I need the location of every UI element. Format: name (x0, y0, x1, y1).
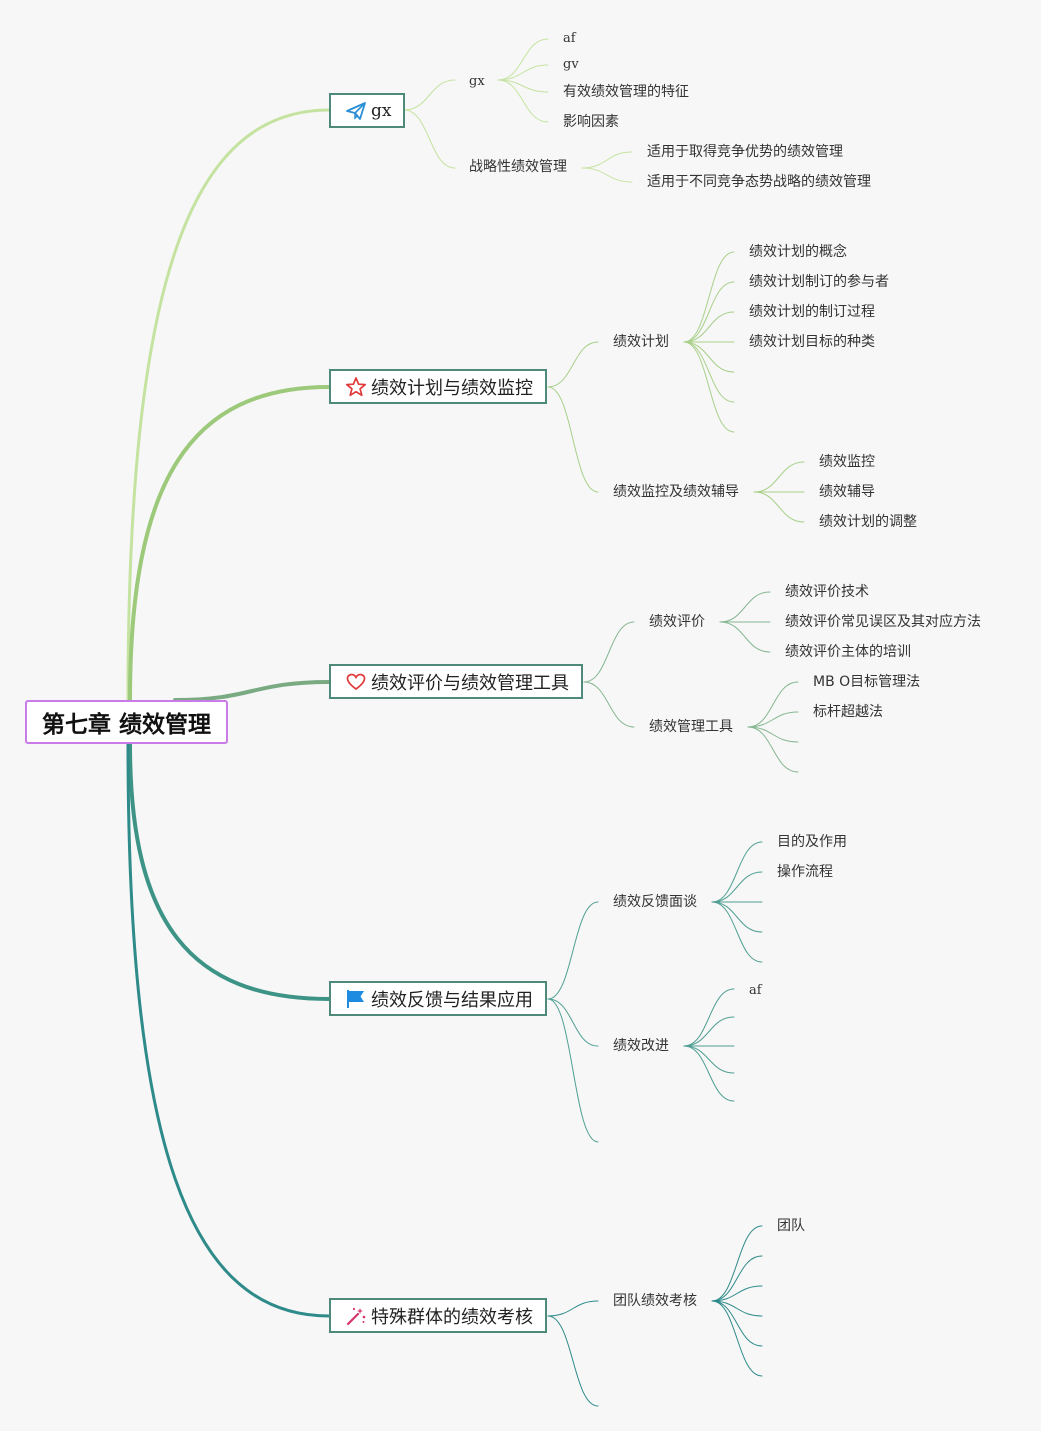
branch-label: 绩效评价与绩效管理工具 (371, 672, 569, 694)
branch-topic-5[interactable]: 特殊群体的绩效考核 (329, 1298, 547, 1333)
leaf-mbo[interactable]: MB O目标管理法 (813, 674, 921, 690)
edge (747, 711, 799, 728)
edge (547, 1300, 599, 1317)
topic-performance-plan[interactable]: 绩效计划 (613, 334, 669, 350)
leaf-af[interactable]: af (563, 31, 576, 46)
branch-label: 绩效计划与绩效监控 (371, 377, 533, 399)
edge (711, 1300, 763, 1317)
edge (403, 79, 456, 111)
edge (497, 38, 549, 81)
edge (683, 341, 735, 433)
edge (683, 251, 735, 343)
edge (719, 621, 771, 653)
leaf-plan-process[interactable]: 绩效计划的制订过程 (749, 304, 875, 320)
leaf-plan-concept[interactable]: 绩效计划的概念 (749, 244, 847, 260)
leaf-af-2[interactable]: af (749, 983, 762, 998)
leaf-plan-adjustment[interactable]: 绩效计划的调整 (819, 514, 917, 530)
topic-gx[interactable]: gx (469, 74, 485, 89)
edge (547, 901, 599, 1000)
root-topic[interactable]: 第七章 绩效管理 (25, 700, 228, 744)
paper-plane-icon (345, 100, 367, 122)
topic-strategic-performance[interactable]: 战略性绩效管理 (469, 159, 567, 175)
leaf-coaching[interactable]: 绩效辅导 (819, 484, 875, 500)
branch-label: 特殊群体的绩效考核 (371, 1306, 533, 1328)
leaf-benchmarking[interactable]: 标杆超越法 (813, 704, 883, 720)
branch-label: gx (371, 100, 392, 121)
edge (497, 64, 549, 81)
leaf-monitoring[interactable]: 绩效监控 (819, 454, 875, 470)
root-edge-5 (126, 742, 331, 1318)
leaf-plan-goal-types[interactable]: 绩效计划目标的种类 (749, 334, 875, 350)
edge (547, 341, 599, 388)
root-edge-3 (173, 680, 331, 702)
edge (683, 1045, 735, 1074)
edge (711, 1225, 763, 1302)
edge (683, 988, 735, 1047)
leaf-team[interactable]: 团队 (777, 1218, 805, 1234)
edge (683, 1016, 735, 1047)
branch-topic-3[interactable]: 绩效评价与绩效管理工具 (329, 664, 583, 699)
edge (683, 341, 735, 403)
edge (683, 311, 735, 343)
branch-topic-2[interactable]: 绩效计划与绩效监控 (329, 369, 547, 404)
topic-performance-evaluation[interactable]: 绩效评价 (649, 614, 705, 630)
edge (747, 681, 799, 728)
leaf-competitive-advantage[interactable]: 适用于取得竞争优势的绩效管理 (647, 144, 843, 160)
edge (583, 621, 635, 683)
leaf-gv[interactable]: gv (563, 57, 579, 72)
edge (753, 461, 805, 493)
topic-performance-improvement[interactable]: 绩效改进 (613, 1038, 669, 1054)
root-edge-1 (126, 108, 331, 702)
leaf-purpose[interactable]: 目的及作用 (777, 834, 847, 850)
leaf-evaluation-techniques[interactable]: 绩效评价技术 (785, 584, 869, 600)
edge (547, 1315, 599, 1407)
edge (547, 998, 599, 1143)
leaf-effective-features[interactable]: 有效绩效管理的特征 (563, 84, 689, 100)
leaf-influencing-factors[interactable]: 影响因素 (563, 114, 619, 130)
leaf-competitive-strategy[interactable]: 适用于不同竞争态势战略的绩效管理 (647, 174, 871, 190)
leaf-plan-participants[interactable]: 绩效计划制订的参与者 (749, 274, 889, 290)
edge (403, 109, 456, 169)
edge (581, 167, 633, 183)
edge (711, 1300, 763, 1347)
root-edge-4 (128, 742, 331, 1001)
leaf-evaluation-errors[interactable]: 绩效评价常见误区及其对应方法 (785, 614, 981, 630)
magic-wand-icon (345, 1305, 367, 1327)
flag-icon (345, 988, 367, 1010)
branch-topic-4[interactable]: 绩效反馈与结果应用 (329, 981, 547, 1016)
edge (497, 79, 549, 123)
edge (683, 281, 735, 343)
topic-monitoring-coaching[interactable]: 绩效监控及绩效辅导 (613, 484, 739, 500)
edge (683, 1045, 735, 1102)
leaf-evaluator-training[interactable]: 绩效评价主体的培训 (785, 644, 911, 660)
edge (583, 681, 635, 728)
edge (683, 341, 735, 373)
edge (711, 901, 763, 963)
topic-management-tools[interactable]: 绩效管理工具 (649, 719, 733, 735)
edge (711, 1300, 763, 1377)
branch-topic-1[interactable]: gx (329, 93, 406, 128)
leaf-process[interactable]: 操作流程 (777, 864, 833, 880)
heart-icon (345, 671, 367, 693)
edge (711, 841, 763, 903)
edge (747, 726, 799, 743)
edge (547, 386, 599, 493)
edge (711, 1255, 763, 1302)
edge (747, 726, 799, 773)
edge (753, 491, 805, 523)
edge (547, 998, 599, 1047)
star-icon (345, 376, 367, 398)
topic-team-assessment[interactable]: 团队绩效考核 (613, 1293, 697, 1309)
edge (711, 871, 763, 903)
edge (581, 151, 633, 169)
topic-feedback-interview[interactable]: 绩效反馈面谈 (613, 894, 697, 910)
edge (711, 901, 763, 933)
root-edge-2 (128, 385, 331, 702)
edge (711, 1285, 763, 1302)
branch-label: 绩效反馈与结果应用 (371, 989, 533, 1011)
edge (719, 591, 771, 623)
